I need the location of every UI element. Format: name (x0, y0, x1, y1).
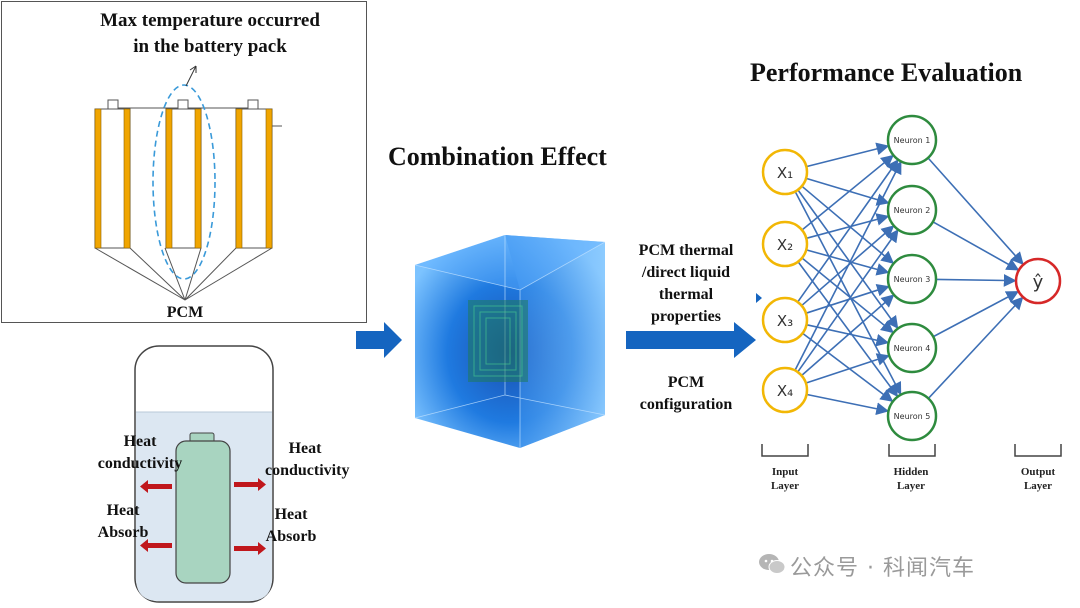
battery-pack-panel (1, 1, 367, 323)
left-absorb-line2: Absorb (97, 524, 149, 541)
output-node-label: ŷ (1033, 272, 1044, 293)
annotation-line-2: in the battery pack (133, 36, 287, 57)
edge-input-3-hidden-1 (797, 159, 899, 302)
hidden-neuron-label: Neuron 1 (894, 136, 931, 145)
annotation-line-1: Max temperature occurred (100, 10, 320, 31)
edge-hidden-1-output (928, 158, 1024, 266)
edge-input-1-hidden-4 (797, 190, 899, 330)
input-layer-label: Input Layer (762, 465, 808, 493)
input-node-2: X₂ (761, 220, 809, 268)
input-layer-line1: Input (771, 466, 799, 478)
left-conductivity-line2: conductivity (97, 455, 183, 472)
simulation-cube (414, 235, 606, 448)
combination-title: Combination Effect (388, 142, 607, 171)
hidden-neuron-2: Neuron 2 (886, 184, 938, 236)
edge-input-4-hidden-1 (794, 160, 902, 370)
edge-input-3-hidden-5 (802, 333, 894, 402)
pcm-properties-label: PCM thermal /direct liquid thermal prope… (622, 240, 750, 328)
input-node-3: X₃ (761, 296, 809, 344)
edge-input-2-hidden-2 (807, 213, 890, 239)
hidden-neuron-1: Neuron 1 (886, 114, 938, 166)
edge-input-3-hidden-3 (806, 284, 890, 314)
hidden-neuron-label: Neuron 4 (894, 344, 931, 353)
props-line-2: /direct liquid (641, 264, 731, 281)
right-heat-conductivity: Heat conductivity (265, 438, 350, 482)
heat-arrows (140, 478, 266, 555)
input-layer-line2: Layer (770, 480, 800, 492)
hidden-layer-line1: Hidden (893, 466, 929, 478)
hidden-neuron-4: Neuron 4 (886, 322, 938, 374)
left-heat-conductivity: Heat conductivity (96, 431, 184, 475)
input-node-1: X₁ (761, 148, 809, 196)
input-node-label: X₂ (777, 236, 793, 254)
output-layer-line1: Output (1020, 466, 1056, 478)
output-layer-line2: Layer (1023, 480, 1053, 492)
arrow-left (356, 322, 402, 358)
output-node: ŷ (1014, 257, 1062, 305)
input-layer-bracket (761, 444, 809, 457)
left-conductivity-line1: Heat (123, 433, 157, 450)
input-node-label: X₃ (777, 312, 793, 330)
props-line-1: PCM thermal (638, 242, 734, 259)
input-node-label: X₁ (777, 164, 793, 182)
hidden-layer-bracket (888, 444, 936, 457)
battery-cell-1 (94, 99, 131, 249)
performance-title: Performance Evaluation (750, 58, 1023, 87)
hidden-neuron-5: Neuron 5 (886, 390, 938, 442)
output-layer-bracket (1014, 444, 1062, 457)
edge-hidden-2-output (933, 221, 1020, 271)
edge-input-4-hidden-3 (801, 294, 895, 376)
edge-input-2-hidden-5 (798, 262, 899, 398)
edge-input-2-hidden-1 (802, 154, 894, 231)
battery-cell-2 (165, 99, 202, 249)
input-node-label: X₄ (777, 382, 793, 400)
pcm-fan-lines (94, 247, 273, 301)
edge-input-1-hidden-2 (806, 177, 890, 206)
right-absorb-line1: Heat (274, 506, 308, 523)
pcm-label: PCM (166, 304, 204, 321)
edge-hidden-3-output (936, 274, 1017, 287)
small-pointer (756, 293, 762, 303)
edge-input-1-hidden-1 (807, 142, 890, 168)
hidden-neuron-label: Neuron 2 (894, 206, 931, 215)
hotspot-ellipse (152, 84, 216, 280)
hidden-neuron-label: Neuron 5 (894, 412, 931, 421)
annotation-arrow (185, 65, 197, 87)
arrow-right (626, 322, 756, 358)
wechat-icon (758, 553, 786, 575)
edge-input-1-hidden-3 (802, 186, 895, 264)
right-conductivity-line2: conductivity (265, 462, 350, 479)
right-absorb-line2: Absorb (265, 528, 317, 545)
battery-cell-3 (235, 99, 282, 249)
edge-input-4-hidden-4 (806, 353, 890, 384)
right-conductivity-line1: Heat (288, 440, 322, 457)
hidden-layer-line2: Layer (896, 480, 926, 492)
pcm-configuration-label: PCM configuration (622, 372, 750, 416)
watermark-text: 公众号 · 科闻汽车 (790, 556, 975, 581)
edge-input-4-hidden-2 (797, 229, 899, 372)
edge-hidden-4-output (933, 291, 1020, 337)
edge-hidden-5-output (928, 296, 1024, 399)
props-line-4: properties (651, 308, 721, 325)
left-heat-absorb: Heat Absorb (88, 500, 158, 544)
props-line-3: thermal (658, 286, 714, 303)
hidden-layer-label: Hidden Layer (888, 465, 934, 493)
edge-input-2-hidden-4 (802, 257, 894, 334)
cell-body (175, 440, 231, 584)
input-node-4: X₄ (761, 366, 809, 414)
edge-input-3-hidden-4 (807, 324, 890, 347)
config-line-1: PCM (667, 374, 705, 391)
edge-input-2-hidden-3 (806, 249, 890, 276)
hidden-neuron-label: Neuron 3 (894, 275, 931, 284)
hidden-neuron-3: Neuron 3 (886, 253, 938, 305)
right-heat-absorb: Heat Absorb (256, 504, 326, 548)
left-absorb-line1: Heat (106, 502, 140, 519)
config-line-2: configuration (639, 396, 733, 413)
edge-input-4-hidden-5 (807, 393, 890, 416)
output-layer-label: Output Layer (1015, 465, 1061, 493)
